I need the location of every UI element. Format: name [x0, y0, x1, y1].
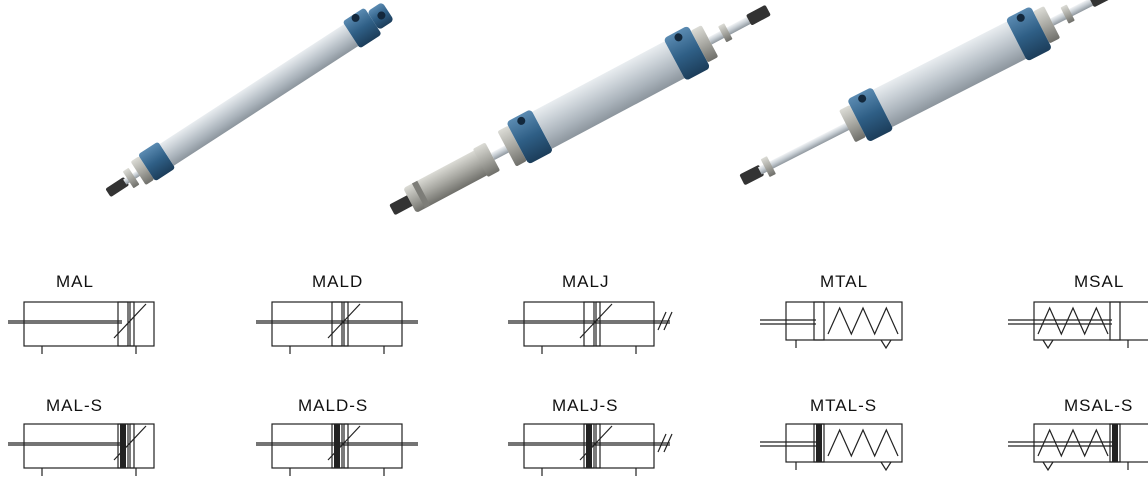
cylinder-symbol-malj: [508, 301, 673, 354]
cylinder-symbol-malj-s: [508, 423, 673, 476]
cylinder-symbol-mtal: [760, 301, 903, 350]
symbol-label: MAL-S: [46, 396, 103, 415]
symbol-label: MTAL-S: [810, 396, 878, 415]
symbol-label: MALD-S: [298, 396, 369, 415]
symbol-label: MSAL-S: [1064, 396, 1134, 415]
symbol-label: MAL: [56, 272, 94, 291]
symbol-label: MSAL: [1074, 272, 1125, 291]
cylinder-photo-single-rod: [106, 3, 393, 197]
cylinder-symbol-mald-s: [256, 423, 418, 476]
cylinder-symbol-msal: [1008, 301, 1148, 350]
symbol-label: MALD: [312, 272, 364, 291]
cylinder-symbol-mal: [8, 301, 155, 354]
cylinder-photo-double-rod-adjustable: [389, 5, 771, 215]
symbol-label: MALJ-S: [552, 396, 619, 415]
cylinder-symbol-mal-s: [8, 423, 155, 476]
product-photos: [106, 0, 1113, 215]
symbol-label: MALJ: [562, 272, 610, 291]
cylinder-symbol-mald: [256, 301, 418, 354]
cylinder-symbol-mtal-s: [760, 423, 903, 472]
cylinder-photo-through-rod: [739, 0, 1113, 185]
symbol-label: MTAL: [820, 272, 869, 291]
cylinder-symbol-msal-s: [1008, 423, 1148, 472]
